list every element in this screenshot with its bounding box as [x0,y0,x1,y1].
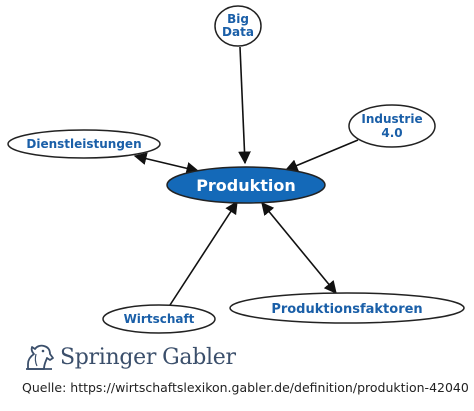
edge-produktion-produktionsfaktoren [261,202,337,294]
node-produktion[interactable]: Produktion [166,166,326,204]
edge-dienstleistungen-produktion [133,152,200,175]
node-big-data-label-2: Data [222,25,254,39]
concept-map: Big Data Industrie 4.0 Dienstleistungen … [7,5,465,334]
knight-horse-icon [26,344,54,370]
node-industrie-4-0[interactable]: Industrie 4.0 [348,104,436,148]
springer-gabler-logo: Springer Gabler [22,342,236,372]
node-wirtschaft-label: Wirtschaft [124,312,195,326]
logo-gabler-text: Gabler [162,344,236,370]
node-produktionsfaktoren-label: Produktionsfaktoren [271,302,422,317]
node-industrie-label-1: Industrie [361,112,422,126]
node-dienstleistungen-label: Dienstleistungen [26,137,141,151]
node-big-data[interactable]: Big Data [214,5,262,47]
node-wirtschaft[interactable]: Wirtschaft [102,304,216,334]
node-produktionsfaktoren[interactable]: Produktionsfaktoren [229,292,465,324]
edge-wirtschaft-produktion [169,200,238,306]
edge-bigdata-produktion [238,46,251,165]
node-big-data-label-1: Big [227,12,249,26]
node-dienstleistungen[interactable]: Dienstleistungen [7,129,161,159]
source-citation: Quelle: https://wirtschaftslexikon.gable… [22,380,469,395]
node-produktion-label: Produktion [196,176,296,195]
edge-industrie-produktion [284,139,359,172]
logo-springer-text: Springer [60,344,157,370]
node-industrie-label-2: 4.0 [381,126,402,140]
